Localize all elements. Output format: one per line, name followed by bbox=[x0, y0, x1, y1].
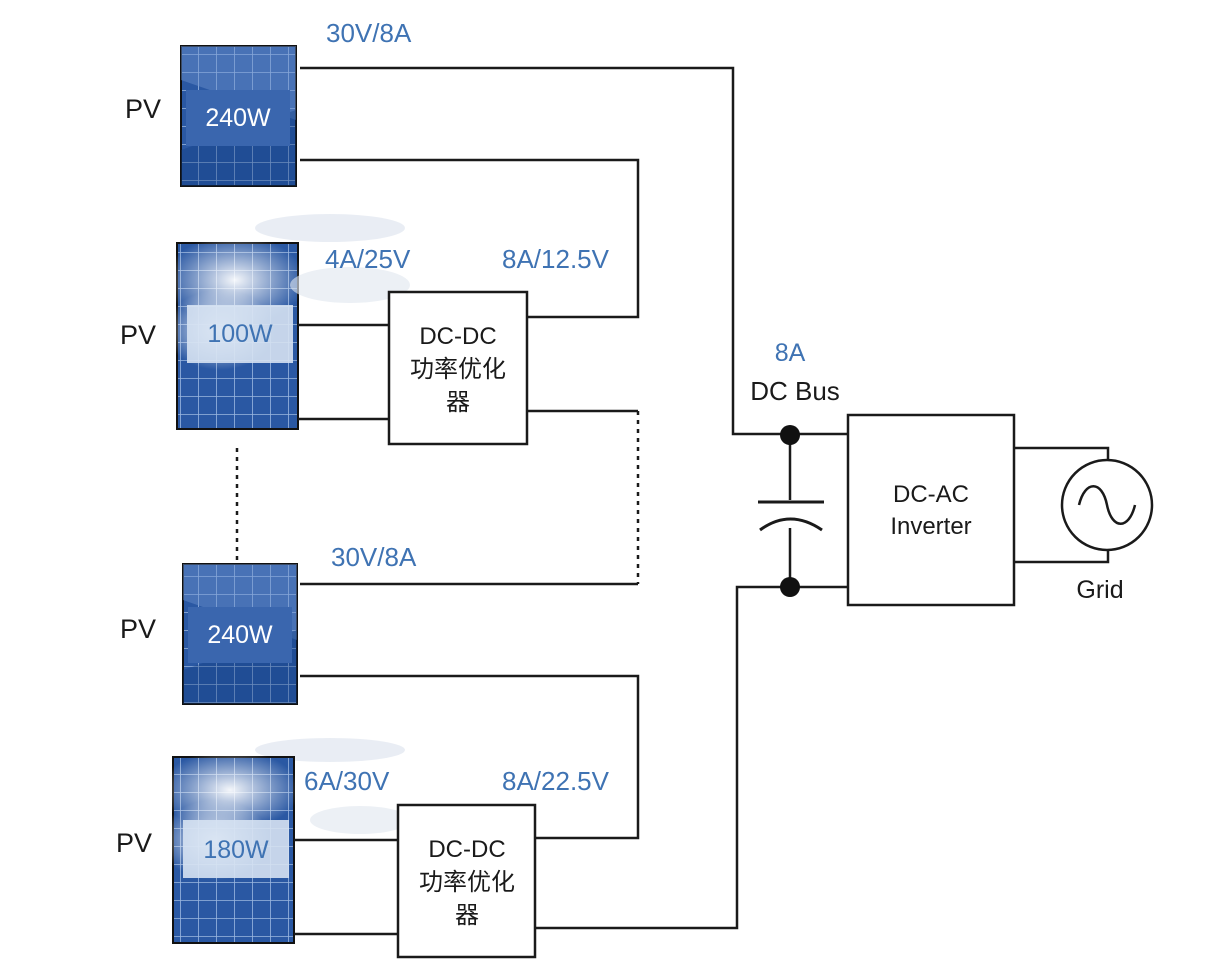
grid-label: Grid bbox=[1076, 576, 1123, 604]
pv-label: PV bbox=[116, 828, 152, 858]
bus-node-positive bbox=[780, 425, 800, 445]
bus-negative-wire bbox=[535, 585, 848, 930]
panel-power-label: 180W bbox=[203, 836, 269, 864]
series-continuation bbox=[235, 411, 640, 584]
pv-label: PV bbox=[125, 94, 161, 124]
dc-dc-optimizer-1: DC-DC 功率优化 器 bbox=[387, 290, 529, 446]
bus-current-label: 8A bbox=[775, 339, 806, 367]
cloud-shading bbox=[255, 214, 410, 834]
pv-panel-4: 180W bbox=[160, 750, 300, 944]
top-string-label: 30V/8A bbox=[326, 18, 412, 48]
pv-label: PV bbox=[120, 320, 156, 350]
ac-source-icon bbox=[1060, 458, 1154, 552]
dc-bus-label: DC Bus bbox=[750, 376, 840, 406]
panel-power-label: 100W bbox=[207, 320, 273, 348]
pv-label: PV bbox=[120, 614, 156, 644]
svg-text:功率优化: 功率优化 bbox=[419, 869, 515, 896]
svg-text:DC-AC: DC-AC bbox=[893, 481, 969, 508]
svg-text:DC-DC: DC-DC bbox=[419, 323, 496, 350]
panel-power-label: 240W bbox=[205, 104, 271, 132]
svg-text:器: 器 bbox=[455, 902, 479, 929]
dc-dc-optimizer-2: DC-DC 功率优化 器 bbox=[396, 803, 537, 959]
pv-panel-2: 100W bbox=[165, 235, 305, 430]
bus-node-negative bbox=[780, 577, 800, 597]
svg-text:功率优化: 功率优化 bbox=[410, 356, 506, 383]
optimizer-2-output-label: 8A/22.5V bbox=[502, 766, 610, 796]
svg-text:Inverter: Inverter bbox=[890, 513, 971, 540]
optimizer-1-output-label: 8A/12.5V bbox=[502, 244, 610, 274]
svg-text:DC-DC: DC-DC bbox=[428, 836, 505, 863]
capacitor-icon bbox=[758, 500, 824, 532]
bottom-string-label: 30V/8A bbox=[331, 542, 417, 572]
pv-panel-3: 240W bbox=[182, 563, 298, 705]
optimizer-2-input-label: 6A/30V bbox=[304, 766, 390, 796]
svg-text:器: 器 bbox=[446, 389, 470, 416]
optimizer-1-input-label: 4A/25V bbox=[325, 244, 411, 274]
pv-panel-1: 240W bbox=[180, 45, 297, 187]
panel-power-label: 240W bbox=[207, 621, 273, 649]
dc-ac-inverter: DC-AC Inverter bbox=[846, 413, 1016, 607]
